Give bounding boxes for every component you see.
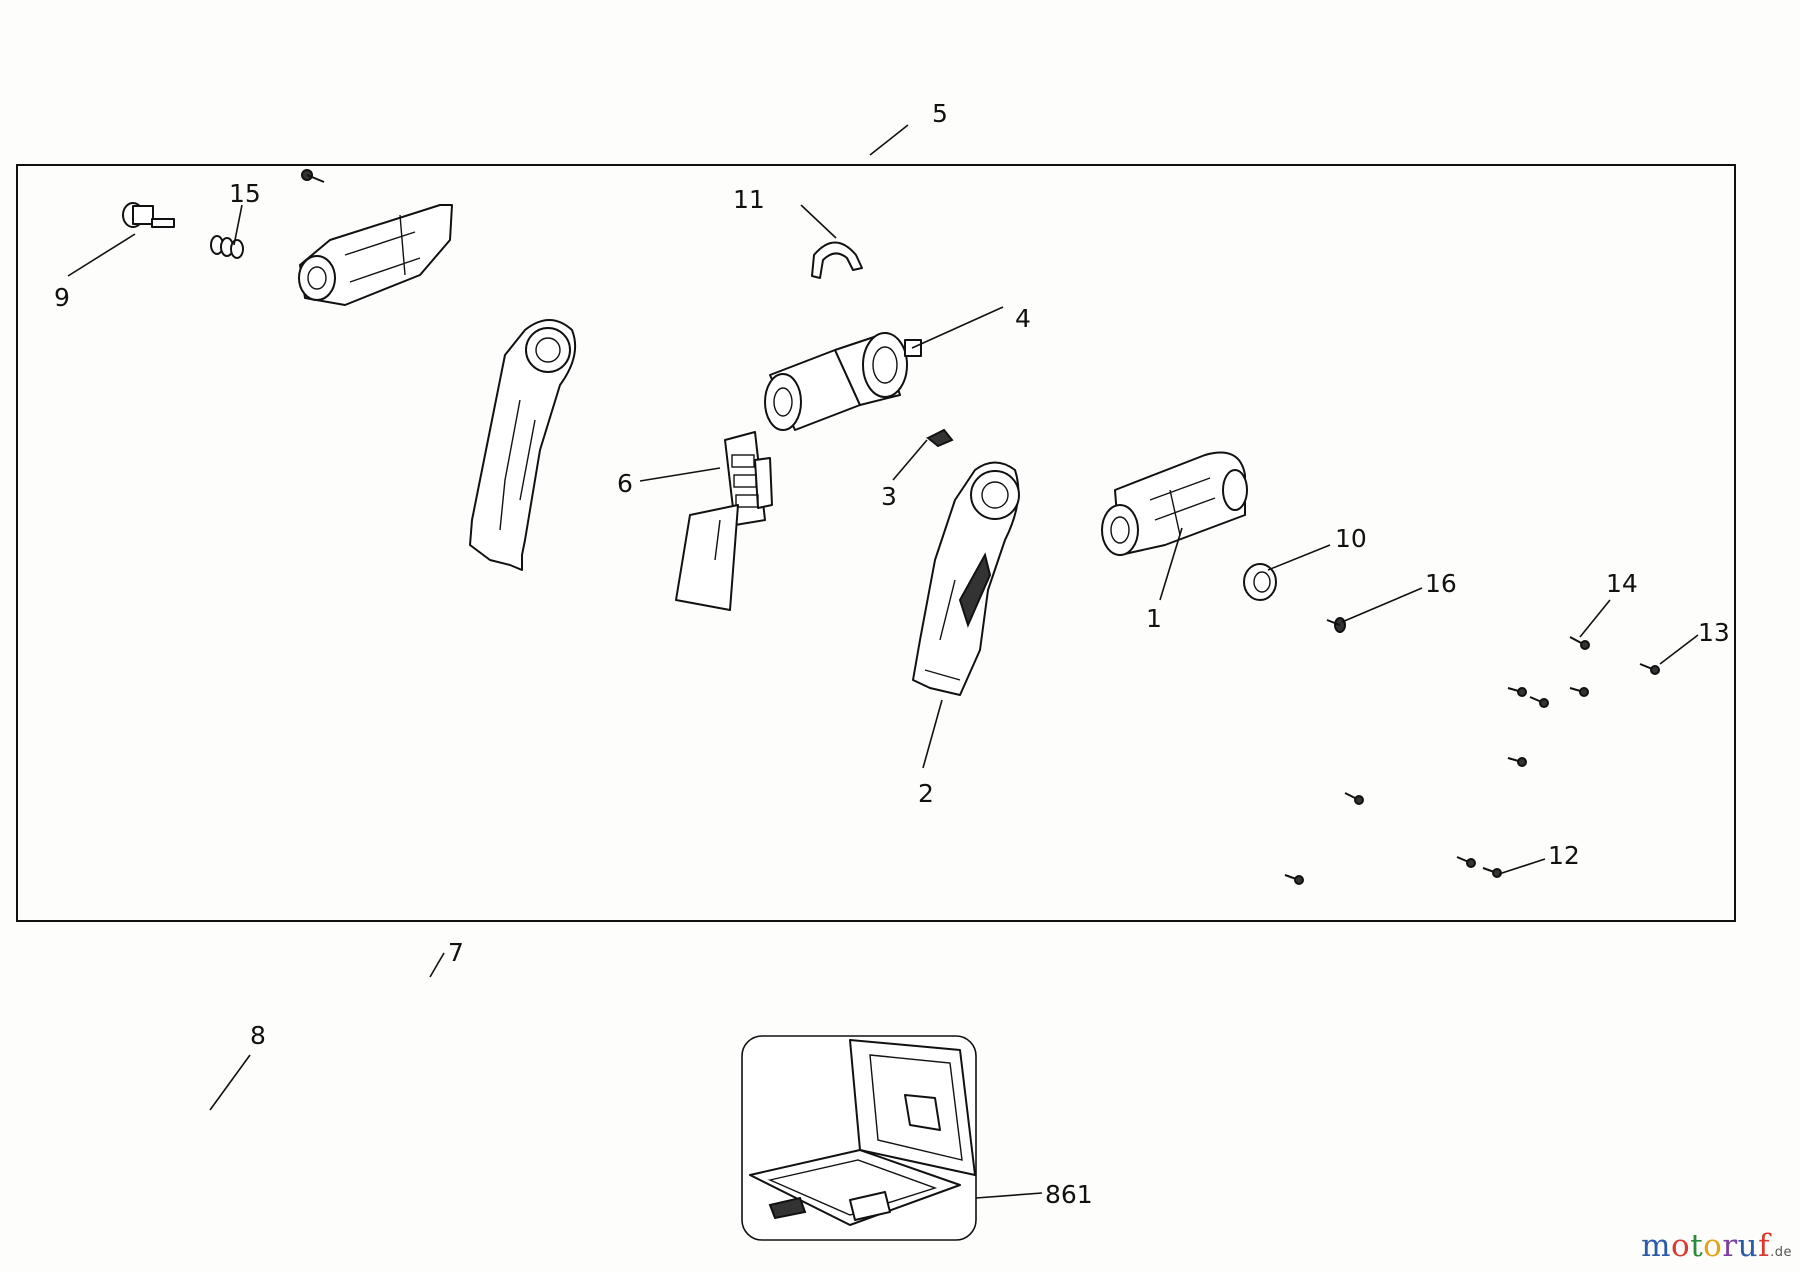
leader-4 <box>911 306 1004 349</box>
leader-1 <box>1159 527 1183 601</box>
callout-14: 14 <box>1606 569 1638 598</box>
screw <box>1456 856 1476 868</box>
callout-10: 10 <box>1335 524 1367 553</box>
part-14-pin <box>1569 636 1590 650</box>
callout-3: 3 <box>881 482 897 511</box>
wm-letter: o <box>1703 1228 1723 1264</box>
callout-9: 9 <box>54 283 70 312</box>
callout-8: 8 <box>250 1021 266 1050</box>
part-2-housing-right <box>912 461 1020 696</box>
screw-set <box>1284 687 1589 885</box>
wm-letter: t <box>1690 1228 1704 1264</box>
leader-5 <box>869 124 909 156</box>
callout-2: 2 <box>918 779 934 808</box>
part-15-o-rings <box>210 235 244 259</box>
wm-letter: m <box>1641 1228 1672 1264</box>
callout-4: 4 <box>1015 304 1031 333</box>
leader-8 <box>209 1054 251 1111</box>
part-861-carry-case <box>741 1035 977 1241</box>
part-gear-housing <box>298 204 453 306</box>
wm-tld: .de <box>1770 1245 1792 1260</box>
screw <box>1507 687 1527 697</box>
callout-6: 6 <box>617 469 633 498</box>
part-housing-left <box>469 319 576 571</box>
part-9-spindle <box>122 202 175 228</box>
part-3-bracket <box>926 428 954 448</box>
part-6-switch-battery <box>675 431 773 611</box>
leader-11 <box>800 204 837 239</box>
screw <box>1284 874 1304 885</box>
leader-7 <box>429 952 445 978</box>
wm-letter: f <box>1758 1228 1771 1264</box>
part-10-chuck-ring <box>1243 563 1277 601</box>
wm-letter: u <box>1737 1228 1759 1264</box>
callout-1: 1 <box>1146 604 1162 633</box>
callout-15: 15 <box>229 179 261 208</box>
leader-10 <box>1267 544 1331 571</box>
callout-13: 13 <box>1698 618 1730 647</box>
part-13-screw <box>1639 663 1660 675</box>
wm-letter: r <box>1722 1228 1738 1264</box>
callout-861: 861 <box>1045 1180 1093 1209</box>
callout-5: 5 <box>932 99 948 128</box>
leader-13 <box>1659 634 1699 665</box>
leader-lines <box>67 124 1699 1199</box>
callout-16: 16 <box>1425 569 1457 598</box>
screw <box>1507 757 1527 767</box>
screw <box>1569 687 1589 697</box>
part-1-front-housing <box>1101 451 1248 556</box>
leader-6 <box>639 467 721 482</box>
screw <box>1482 867 1502 878</box>
leader-2 <box>922 699 943 769</box>
motoruf-watermark: motoruf.de <box>1641 1228 1792 1264</box>
callout-7: 7 <box>448 938 464 967</box>
callout-labels: 5 15 9 11 4 6 3 1 10 16 14 13 2 12 7 8 8… <box>54 99 1730 1209</box>
wm-letter: o <box>1671 1228 1691 1264</box>
leader-16 <box>1341 587 1423 623</box>
leader-861 <box>975 1192 1043 1199</box>
leader-15 <box>233 204 243 246</box>
leader-9 <box>67 233 136 277</box>
callout-11: 11 <box>733 185 765 214</box>
part-4-motor <box>764 332 922 431</box>
leader-14 <box>1579 599 1611 638</box>
leader-3 <box>892 439 928 481</box>
part-screw-top <box>301 169 325 183</box>
screw <box>1344 792 1364 805</box>
screw <box>1529 696 1549 708</box>
assembly-frame <box>16 164 1736 922</box>
part-11-clip <box>811 241 863 279</box>
leader-12 <box>1498 858 1546 875</box>
callout-12: 12 <box>1548 841 1580 870</box>
part-16-screw <box>1326 617 1346 633</box>
